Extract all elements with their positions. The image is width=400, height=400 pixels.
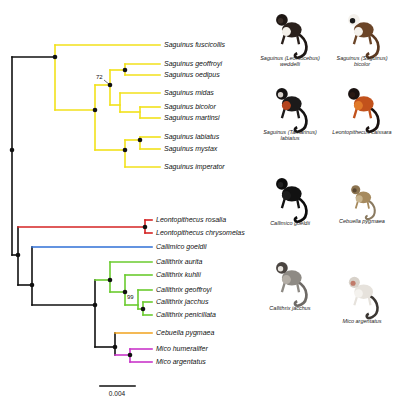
node-dot — [93, 303, 98, 308]
monkey-illustration — [276, 178, 306, 222]
taxon-label: Mico humeralifer — [155, 345, 209, 353]
taxon-label: Callithrix geoffroyi — [155, 286, 213, 294]
taxon-label: Saguinus oedipus — [163, 71, 221, 79]
taxon-label: Saguinus bicolor — [163, 103, 217, 111]
tree-branch — [120, 111, 140, 113]
taxon-label: Saguinus martinsi — [163, 114, 221, 122]
taxon-label: Cebuella pygmaea — [155, 329, 215, 337]
taxon-label: Callithrix kuhlii — [155, 271, 202, 279]
illustration-caption: Callimico goeldii — [256, 220, 324, 226]
taxon-label: Saguinus imperator — [163, 163, 226, 171]
tree-branch — [143, 301, 152, 303]
node-dot — [53, 55, 58, 60]
taxon-label: Saguinus labiatus — [163, 133, 220, 141]
tree-branch — [125, 166, 160, 168]
tree-branch — [109, 262, 111, 292]
tree-branch — [32, 246, 152, 248]
tree-branch — [125, 74, 160, 76]
tree-branch — [145, 232, 152, 234]
tree-branch — [140, 148, 160, 150]
tree-branch — [130, 348, 152, 350]
leader-line — [104, 80, 110, 85]
support-value: 72 — [96, 74, 103, 81]
monkey-illustration — [349, 277, 378, 318]
tree-branch — [114, 333, 116, 355]
tree-branch — [119, 93, 121, 112]
illustration-caption: Saguinus (Leontocebus) weddelli — [256, 55, 324, 67]
node-dot — [10, 148, 15, 153]
taxon-label: Callithrix penicillata — [155, 311, 217, 319]
tree-branch — [32, 304, 95, 306]
tree-branch — [140, 136, 160, 138]
monkey-illustration — [351, 185, 375, 219]
tree-branch — [120, 92, 160, 94]
illustration-caption: Mico argentatus — [328, 318, 396, 324]
tree-branches — [12, 45, 160, 386]
monkey-illustration — [348, 14, 378, 58]
tree-branch — [125, 63, 160, 65]
taxon-label: Leontopithecus rosalia — [155, 216, 227, 224]
node-dot — [93, 108, 98, 113]
taxon-label: Saguinus mystax — [163, 145, 218, 153]
node-dot — [30, 283, 35, 288]
taxon-label: Callithrix aurita — [155, 258, 203, 266]
node-dot — [138, 138, 143, 143]
taxon-label: Saguinus geoffroyi — [163, 60, 223, 68]
taxon-label: Mico argentatus — [155, 358, 207, 366]
node-dot — [123, 68, 128, 73]
illustration-caption: Callithrix jacchus — [256, 305, 324, 311]
tree-branch — [124, 140, 126, 167]
taxon-label: Callimico goeldii — [155, 243, 208, 251]
tree-branch — [95, 346, 115, 348]
tree-branch — [95, 149, 125, 151]
tree-branch — [94, 85, 96, 150]
illustration-caption: Saguinus (Saguinus) bicolor — [328, 55, 396, 67]
tree-branch — [140, 106, 160, 108]
tree-branch — [130, 361, 152, 363]
tree-branch — [143, 314, 152, 316]
illustration-caption: Cebuella pygmaea — [328, 218, 396, 224]
taxon-label: Saguinus fuscicollis — [163, 41, 226, 49]
tree-branch — [12, 56, 55, 58]
taxon-label: Callithrix jacchus — [155, 298, 210, 306]
tree-branch — [109, 70, 111, 105]
monkey-illustration — [276, 14, 306, 58]
tree-branch — [55, 109, 95, 111]
tree-branch — [137, 290, 139, 309]
tree-branch — [94, 280, 96, 347]
node-dot — [108, 278, 113, 283]
node-dots — [10, 55, 148, 358]
node-dot — [143, 225, 148, 230]
tree-branch — [100, 385, 135, 387]
monkey-illustration — [276, 88, 306, 132]
illustration-caption: Leontopithecus caissara — [328, 129, 396, 135]
tree-branch — [125, 274, 152, 276]
tree-branch — [31, 247, 33, 305]
node-dot — [16, 253, 21, 258]
node-dot — [123, 148, 128, 153]
tree-branch — [138, 289, 152, 291]
tree-branch — [55, 44, 160, 46]
node-dot — [113, 345, 118, 350]
tree-branch — [139, 107, 141, 118]
illustration-caption: Saguinus (Tamarinus) labiatus — [256, 129, 324, 141]
taxon-label: Saguinus midas — [163, 89, 215, 97]
scale-label: 0.004 — [109, 390, 125, 397]
taxon-label: Leontopithecus chrysomelas — [155, 229, 246, 237]
tree-branch — [110, 261, 152, 263]
node-dot — [141, 307, 146, 312]
tree-branch — [115, 332, 152, 334]
tree-branch — [145, 219, 152, 221]
tree-branch — [11, 57, 13, 255]
monkey-illustration — [276, 262, 306, 306]
tree-branch — [18, 226, 145, 228]
node-dot — [128, 353, 133, 358]
monkey-illustration — [348, 88, 378, 132]
tree-branch — [140, 117, 160, 119]
tree-branch — [110, 104, 120, 106]
tree-branch — [125, 304, 138, 306]
support-value: 99 — [127, 294, 134, 301]
